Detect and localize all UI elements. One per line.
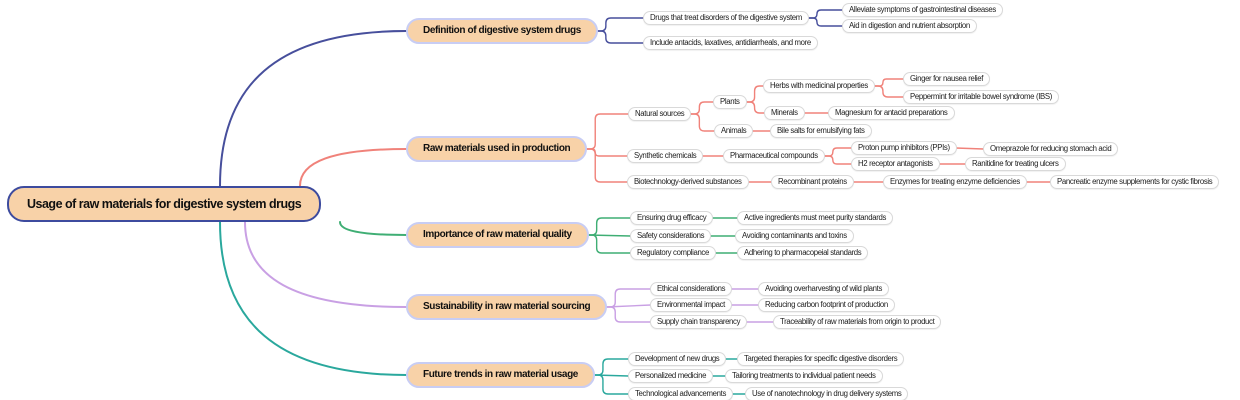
node-supply-chain-transparency[interactable]: Supply chain transparency [650, 315, 748, 329]
branch-node-sustainability[interactable]: Sustainability in raw material sourcing [406, 294, 608, 320]
node-peppermint[interactable]: Peppermint for irritable bowel syndrome … [903, 90, 1059, 104]
node-purity-standards[interactable]: Active ingredients must meet purity stan… [737, 211, 893, 225]
node-regulatory-compliance[interactable]: Regulatory compliance [630, 246, 716, 260]
node-natural-sources[interactable]: Natural sources [628, 107, 692, 121]
node-personalized-medicine[interactable]: Personalized medicine [628, 369, 714, 383]
node-pharmaceutical-compounds[interactable]: Pharmaceutical compounds [723, 149, 825, 163]
node-omeprazole[interactable]: Omeprazole for reducing stomach acid [983, 142, 1119, 156]
node-proton-pump-inhibitors[interactable]: Proton pump inhibitors (PPIs) [851, 141, 957, 155]
node-targeted-therapies[interactable]: Targeted therapies for specific digestiv… [737, 352, 905, 366]
node-plants[interactable]: Plants [713, 95, 747, 109]
node-recombinant-proteins[interactable]: Recombinant proteins [771, 175, 854, 189]
node-nanotechnology[interactable]: Use of nanotechnology in drug delivery s… [745, 387, 909, 400]
node-carbon-footprint[interactable]: Reducing carbon footprint of production [758, 298, 895, 312]
node-safety-considerations[interactable]: Safety considerations [630, 229, 712, 243]
branch-node-future-trends[interactable]: Future trends in raw material usage [406, 362, 595, 388]
node-herbs-medicinal[interactable]: Herbs with medicinal properties [763, 79, 875, 93]
node-tech-advancements[interactable]: Technological advancements [628, 387, 734, 400]
node-tailoring-treatments[interactable]: Tailoring treatments to individual patie… [725, 369, 883, 383]
node-alleviate-symptoms[interactable]: Alleviate symptoms of gastrointestinal d… [842, 3, 1003, 17]
node-ranitidine[interactable]: Ranitidine for treating ulcers [965, 157, 1066, 171]
node-synthetic-chemicals[interactable]: Synthetic chemicals [627, 149, 704, 163]
node-h2-antagonists[interactable]: H2 receptor antagonists [851, 157, 940, 171]
node-bile-salts[interactable]: Bile salts for emulsifying fats [770, 124, 872, 138]
node-development-new-drugs[interactable]: Development of new drugs [628, 352, 727, 366]
branch-node-definition[interactable]: Definition of digestive system drugs [406, 18, 598, 44]
node-avoiding-contaminants[interactable]: Avoiding contaminants and toxins [735, 229, 854, 243]
node-ethical-considerations[interactable]: Ethical considerations [650, 282, 733, 296]
node-avoiding-overharvesting[interactable]: Avoiding overharvesting of wild plants [758, 282, 890, 296]
node-ginger[interactable]: Ginger for nausea relief [903, 72, 991, 86]
node-aid-digestion[interactable]: Aid in digestion and nutrient absorption [842, 19, 977, 33]
node-animals[interactable]: Animals [714, 124, 754, 138]
node-enzymes-deficiencies[interactable]: Enzymes for treating enzyme deficiencies [883, 175, 1027, 189]
node-magnesium[interactable]: Magnesium for antacid preparations [828, 106, 955, 120]
branch-node-quality[interactable]: Importance of raw material quality [406, 222, 589, 248]
node-minerals[interactable]: Minerals [764, 106, 805, 120]
node-drugs-treat-disorders[interactable]: Drugs that treat disorders of the digest… [643, 11, 809, 25]
node-pharmacopeial-standards[interactable]: Adhering to pharmacopeial standards [737, 246, 869, 260]
node-ensuring-efficacy[interactable]: Ensuring drug efficacy [630, 211, 714, 225]
node-biotech-substances[interactable]: Biotechnology-derived substances [627, 175, 749, 189]
root-node[interactable]: Usage of raw materials for digestive sys… [7, 186, 322, 222]
branch-node-raw-materials[interactable]: Raw materials used in production [406, 136, 588, 162]
node-pancreatic-supplements[interactable]: Pancreatic enzyme supplements for cystic… [1050, 175, 1220, 189]
node-include-antacids[interactable]: Include antacids, laxatives, antidiarrhe… [643, 36, 818, 50]
node-traceability[interactable]: Traceability of raw materials from origi… [773, 315, 942, 329]
node-environmental-impact[interactable]: Environmental impact [650, 298, 732, 312]
